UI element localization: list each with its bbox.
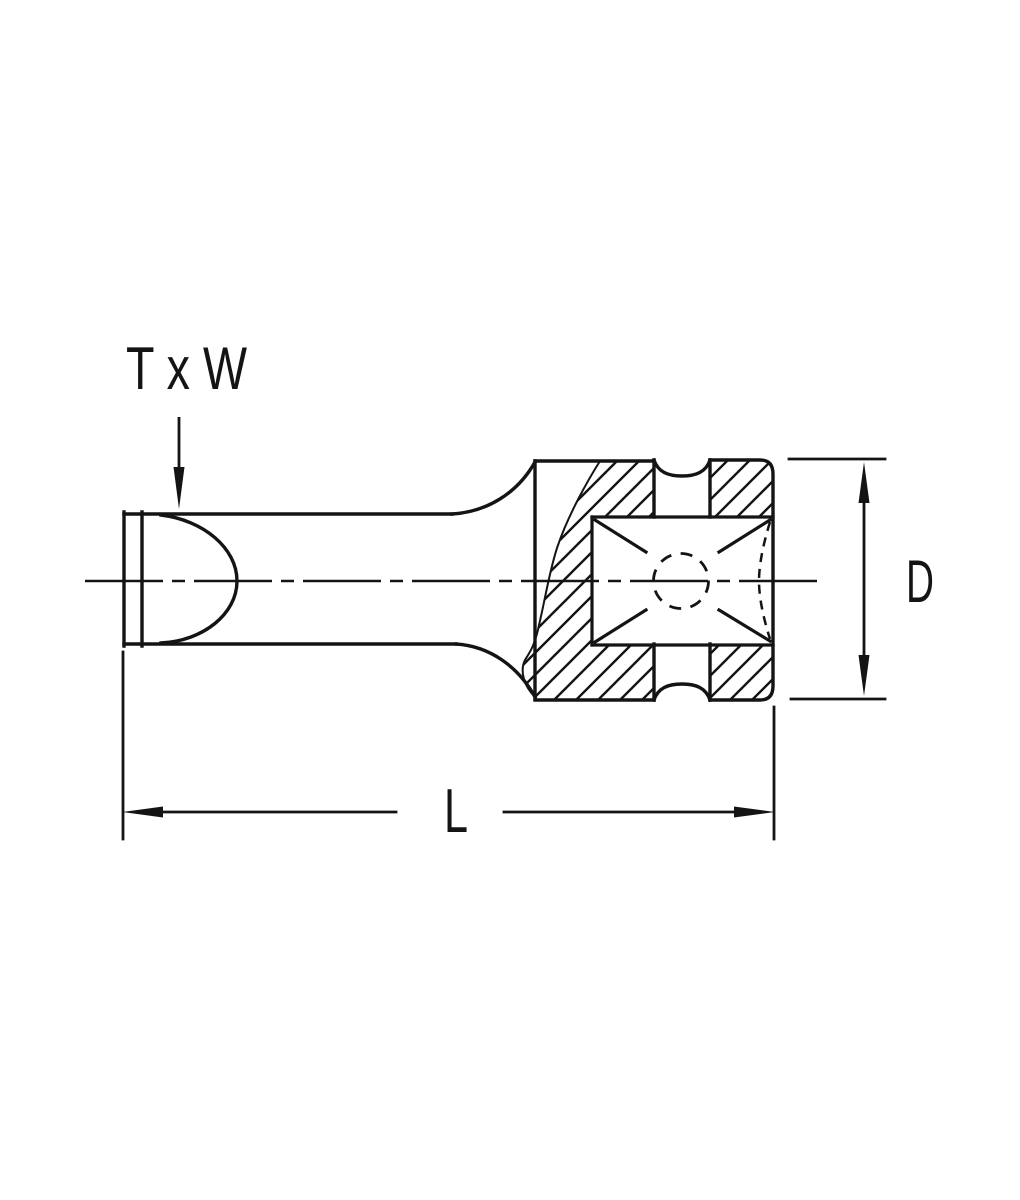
hatch-region-top-right: [710, 460, 773, 517]
length-label: L: [444, 777, 468, 846]
hatch-region-bottom-right: [710, 644, 773, 700]
recess-corner-diagonal-bl: [592, 607, 649, 645]
arrow-right-icon: [734, 806, 775, 818]
top-groove-curve: [651, 457, 713, 478]
body-top-right-and-right-edge: [708, 458, 775, 702]
recess-corner-diagonal-tr: [716, 517, 773, 555]
shaft-outline: [122, 459, 538, 700]
d-dimension: D: [787, 457, 934, 701]
fillet-top: [450, 459, 538, 516]
txw-dimension: T x W: [126, 335, 247, 509]
break-line: [521, 460, 601, 698]
recess-corner-diagonal-br: [716, 607, 773, 644]
pin-hole-circle: [652, 552, 710, 610]
arrow-down-icon: [173, 467, 185, 509]
diameter-label: D: [906, 548, 934, 615]
recess-corner-diagonal-tl: [592, 517, 649, 555]
arrow-left-icon: [122, 806, 163, 818]
l-dimension: L: [121, 650, 776, 846]
fillet-bottom: [454, 642, 538, 700]
tip-dome-curve: [159, 513, 239, 645]
socket-body-outline: [533, 457, 775, 703]
recess-far-wall-curve: [757, 521, 772, 640]
bottom-groove-curve: [651, 682, 713, 703]
arrow-up-icon: [858, 462, 870, 503]
tip-dimension-label: T x W: [126, 335, 247, 402]
drive-recess: [590, 515, 775, 647]
arrow-down-icon: [858, 655, 870, 696]
